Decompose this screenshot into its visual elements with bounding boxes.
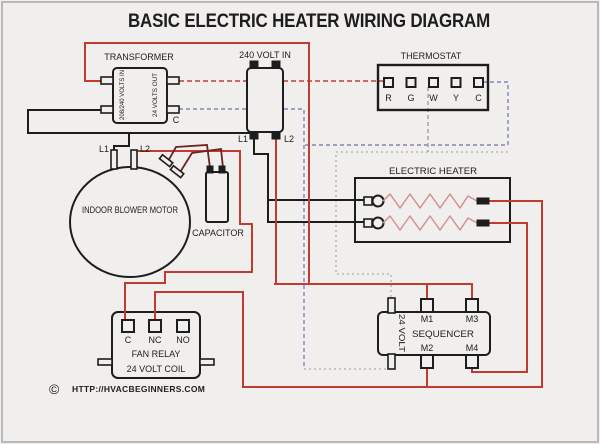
capacitor-terminal-2 <box>218 165 226 174</box>
thermostat-y-label: Y <box>453 93 459 103</box>
sequencer-coil-label: 24 VOLT <box>397 314 406 352</box>
thermostat-w-label: W <box>429 93 438 103</box>
element1-left-terminal <box>363 196 373 206</box>
relay-c-label: C <box>125 335 132 345</box>
240v-terminal-l2 <box>271 131 281 140</box>
transformer-terminal-24v-hot <box>166 76 180 85</box>
fan-relay-coil-label: 24 VOLT COIL <box>127 364 186 374</box>
relay-no-label: NO <box>176 335 190 345</box>
blower-capacitor-lug-2 <box>169 164 185 179</box>
thermostat-terminal-y <box>450 77 462 88</box>
capacitor-terminal-1 <box>206 165 214 174</box>
thermostat-r-label: R <box>385 93 392 103</box>
blower-motor-body <box>69 166 191 278</box>
electric-heater-label: ELECTRIC HEATER <box>389 166 478 176</box>
wire-blower-l2-to-relay-c <box>124 150 253 326</box>
heater-element1-coil <box>382 193 478 209</box>
blower-terminal-l1 <box>110 149 118 170</box>
relay-coil-terminal-right <box>199 358 215 366</box>
capacitor-label: CAPACITOR <box>192 228 244 238</box>
240v-terminal-l1 <box>249 131 259 140</box>
thermostat-box <box>376 63 490 112</box>
sequencer-coil-terminal-top <box>387 297 396 314</box>
thermostat-terminal-g <box>405 77 417 88</box>
blower-capacitor-lug-1 <box>158 153 174 168</box>
electric-heater-box <box>354 177 511 243</box>
sequencer-terminal-m3 <box>465 298 479 313</box>
thermostat-label: THERMOSTAT <box>401 51 462 61</box>
blower-terminal-l2 <box>130 149 138 170</box>
240v-in-box <box>246 67 284 133</box>
blower-l2-label: L2 <box>140 144 150 154</box>
transformer-secondary-label: 24 VOLTS OUT <box>152 73 159 117</box>
sequencer-m3-label: M3 <box>466 314 479 324</box>
wire-relay-nc-to-element1 <box>154 200 543 388</box>
sequencer-terminal-m4 <box>465 354 479 369</box>
transformer-terminal-primary-hot <box>100 76 114 85</box>
240v-l1-label: L1 <box>238 134 248 144</box>
sequencer-label: SEQUENCER <box>412 329 475 339</box>
element2-left-terminal <box>363 218 373 228</box>
thermostat-terminal-c <box>473 77 484 88</box>
element2-post <box>371 216 385 230</box>
sequencer-coil-terminal-bottom <box>387 353 396 370</box>
transformer-box <box>112 67 168 124</box>
wire-capacitor-2 <box>178 147 224 175</box>
heater-element2-coil <box>382 215 478 231</box>
sequencer-m2-label: M2 <box>421 343 434 353</box>
element1-right-terminal <box>476 197 490 205</box>
240v-in-label: 240 VOLT IN <box>239 50 291 60</box>
relay-coil-terminal-left <box>97 358 113 366</box>
sequencer-m1-label: M1 <box>421 314 434 324</box>
wire-dashed-thermostat-common <box>304 81 509 146</box>
wire-capacitor-1 <box>166 144 211 169</box>
240v-l2-label: L2 <box>284 134 294 144</box>
sequencer-m4-label: M4 <box>466 343 479 353</box>
wire-transformer-primary-l1 <box>27 109 250 134</box>
copyright-icon: © <box>49 381 60 397</box>
blower-l1-label: L1 <box>99 144 109 154</box>
thermostat-terminal-w <box>428 77 439 88</box>
relay-terminal-c <box>121 319 135 333</box>
thermostat-g-label: G <box>407 93 414 103</box>
transformer-label: TRANSFORMER <box>104 52 174 62</box>
element1-post <box>371 194 385 208</box>
element2-right-terminal <box>476 219 490 227</box>
transformer-terminal-primary-neutral <box>100 105 114 114</box>
transformer-terminal-24v-common <box>166 105 180 114</box>
240v-terminal-top-2 <box>271 60 281 69</box>
blower-motor-label: INDOOR BLOWER MOTOR <box>82 205 178 215</box>
transformer-primary-label: 208/240 VOLTS IN <box>119 70 126 120</box>
sequencer-terminal-m2 <box>420 354 434 369</box>
relay-terminal-nc <box>148 319 162 333</box>
wire-blower-l1-feed <box>113 133 130 152</box>
relay-nc-label: NC <box>149 335 162 345</box>
page-title: BASIC ELECTRIC HEATER WIRING DIAGRAM <box>128 11 490 32</box>
relay-terminal-no <box>176 319 190 333</box>
footer-url: HTTP://HVACBEGINNERS.COM <box>72 384 205 394</box>
thermostat-terminal-r <box>383 77 394 88</box>
capacitor-body <box>205 171 229 223</box>
sequencer-terminal-m1 <box>420 298 434 313</box>
240v-terminal-top-1 <box>249 60 259 69</box>
wire-red-supply-loop <box>84 42 310 284</box>
fan-relay-label: FAN RELAY <box>132 349 181 359</box>
wire-m4-to-element2 <box>471 222 528 373</box>
wire-l1-to-element2 <box>253 139 364 223</box>
transformer-c-label: C <box>173 115 180 125</box>
thermostat-c-label: C <box>475 93 482 103</box>
